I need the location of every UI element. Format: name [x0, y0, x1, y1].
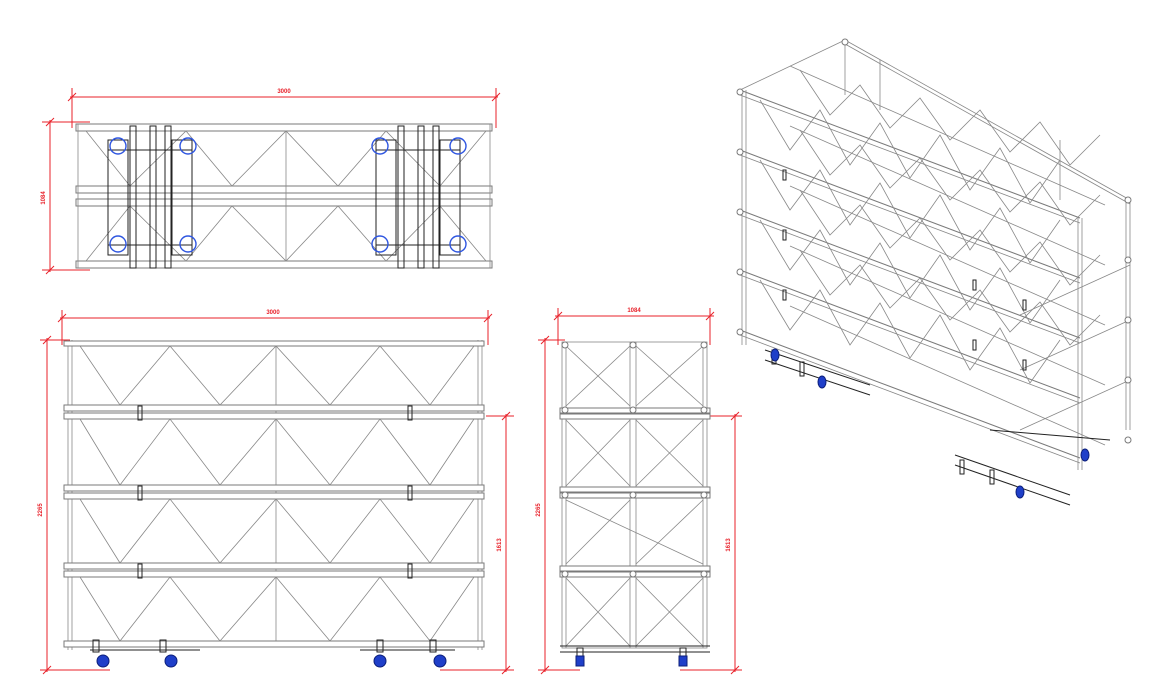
side-view: 1084 2265 1613 [536, 308, 742, 675]
front-view-height-dimension: 2265 [38, 335, 110, 675]
top-view-caster-wheels [109, 137, 467, 253]
front-view-inner-height-dimension: 1613 [440, 411, 514, 675]
side-view-height-dimension: 2265 [536, 335, 580, 675]
front-view-width-dimension: 3000 [57, 310, 493, 345]
top-view-width-dimension: 3000 [67, 88, 501, 128]
top-view-height-dimension: 1084 [41, 117, 90, 275]
top-view-right-caster-frame [375, 125, 461, 269]
top-view: 3000 1084 [41, 88, 501, 275]
isometric-caster-wheels [770, 348, 1090, 499]
front-view: 3000 2265 1613 [38, 310, 514, 675]
front-view-height-label: 2265 [38, 503, 44, 517]
isometric-view [736, 38, 1132, 506]
front-view-truss-stack [63, 340, 485, 653]
isometric-end-caps [736, 38, 1132, 444]
side-view-width-label: 1084 [627, 308, 641, 314]
side-view-inner-height-dimension: 1613 [680, 411, 742, 675]
side-view-height-label: 2265 [536, 503, 542, 517]
top-view-height-label: 1084 [41, 191, 47, 205]
side-view-truss-stack [559, 341, 711, 659]
isometric-base-dolly [764, 349, 1111, 506]
top-view-truss [75, 123, 493, 269]
front-view-width-label: 3000 [266, 310, 280, 316]
front-view-inner-height-label: 1613 [497, 538, 503, 552]
isometric-truss-front [739, 65, 1106, 470]
top-view-left-caster-frame [107, 125, 193, 269]
isometric-straps [782, 169, 1027, 371]
side-view-caster-wheels [575, 655, 688, 667]
isometric-lacing [759, 40, 1101, 384]
front-view-caster-wheels [96, 654, 447, 668]
side-view-inner-height-label: 1613 [726, 538, 732, 552]
top-view-width-label: 3000 [277, 89, 291, 95]
side-view-width-dimension: 1084 [553, 308, 715, 345]
